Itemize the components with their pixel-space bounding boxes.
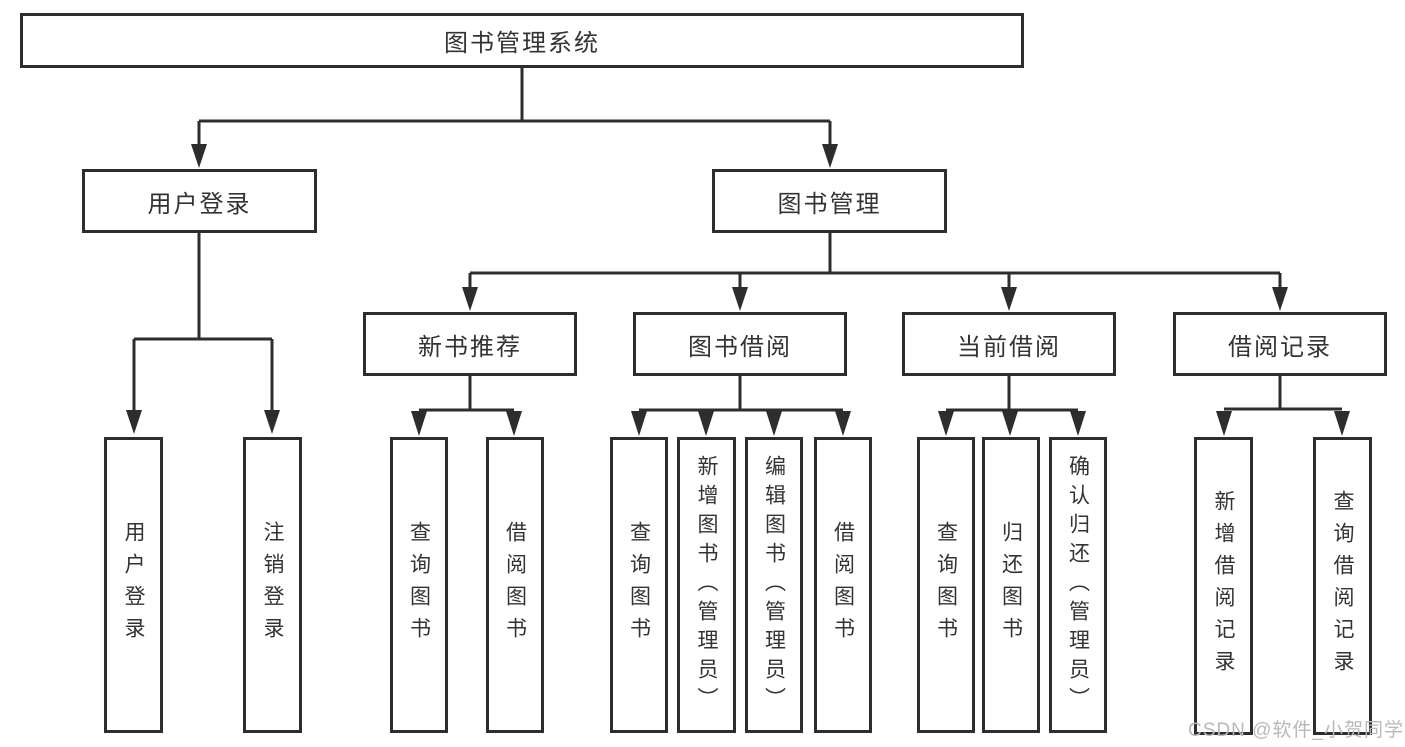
leaf-cb-confirm-return-admin: 确认归还（管理员） [1049,437,1107,733]
leaf-bb-add-books-admin-label: 新增图书（管理员） [695,454,718,716]
leaf-logout-label: 注销登录 [261,521,284,649]
leaf-bb-borrow-books-label: 借阅图书 [831,521,855,649]
leaf-bb-edit-books-admin: 编辑图书（管理员） [745,437,803,733]
leaf-bb-add-books-admin: 新增图书（管理员） [677,437,736,733]
node-book-management: 图书管理 [712,169,947,233]
leaf-br-add-record-label: 新增借阅记录 [1212,490,1235,682]
leaf-br-query-record: 查询借阅记录 [1313,437,1372,735]
node-book-borrow: 图书借阅 [633,312,847,376]
csdn-watermark: CSDN @软件_小贺同学 [1188,720,1404,741]
leaf-user-login-label: 用户登录 [122,521,145,649]
leaf-nbr-borrow-books-label: 借阅图书 [503,521,527,649]
node-book-borrow-label: 图书借阅 [688,333,792,361]
leaf-br-query-record-label: 查询借阅记录 [1331,490,1354,682]
node-new-book-recommend: 新书推荐 [363,312,577,376]
leaf-cb-return-books-label: 归还图书 [999,521,1023,649]
leaf-nbr-borrow-books: 借阅图书 [486,437,544,733]
leaf-bb-query-books: 查询图书 [610,437,668,733]
node-book-management-label: 图书管理 [777,190,882,218]
node-current-borrow-label: 当前借阅 [957,333,1061,361]
leaf-cb-query-books: 查询图书 [917,437,975,733]
leaf-nbr-query-books-label: 查询图书 [407,521,431,649]
node-borrow-records-label: 借阅记录 [1228,333,1332,361]
leaf-br-add-record: 新增借阅记录 [1194,437,1253,735]
node-root: 图书管理系统 [20,13,1024,68]
leaf-nbr-query-books: 查询图书 [390,437,448,733]
node-user-login: 用户登录 [82,169,317,233]
node-borrow-records: 借阅记录 [1173,312,1387,376]
node-current-borrow: 当前借阅 [902,312,1116,376]
leaf-cb-query-books-label: 查询图书 [934,521,958,649]
leaf-cb-confirm-return-admin-label: 确认归还（管理员） [1066,454,1090,716]
leaf-user-login: 用户登录 [104,437,163,733]
leaf-bb-query-books-label: 查询图书 [627,521,651,649]
node-user-login-label: 用户登录 [147,190,252,218]
node-root-label: 图书管理系统 [444,30,600,57]
leaf-cb-return-books: 归还图书 [982,437,1040,733]
leaf-bb-edit-books-admin-label: 编辑图书（管理员） [762,454,786,716]
leaf-bb-borrow-books: 借阅图书 [814,437,872,733]
node-new-book-recommend-label: 新书推荐 [418,333,522,361]
leaf-logout: 注销登录 [243,437,302,733]
